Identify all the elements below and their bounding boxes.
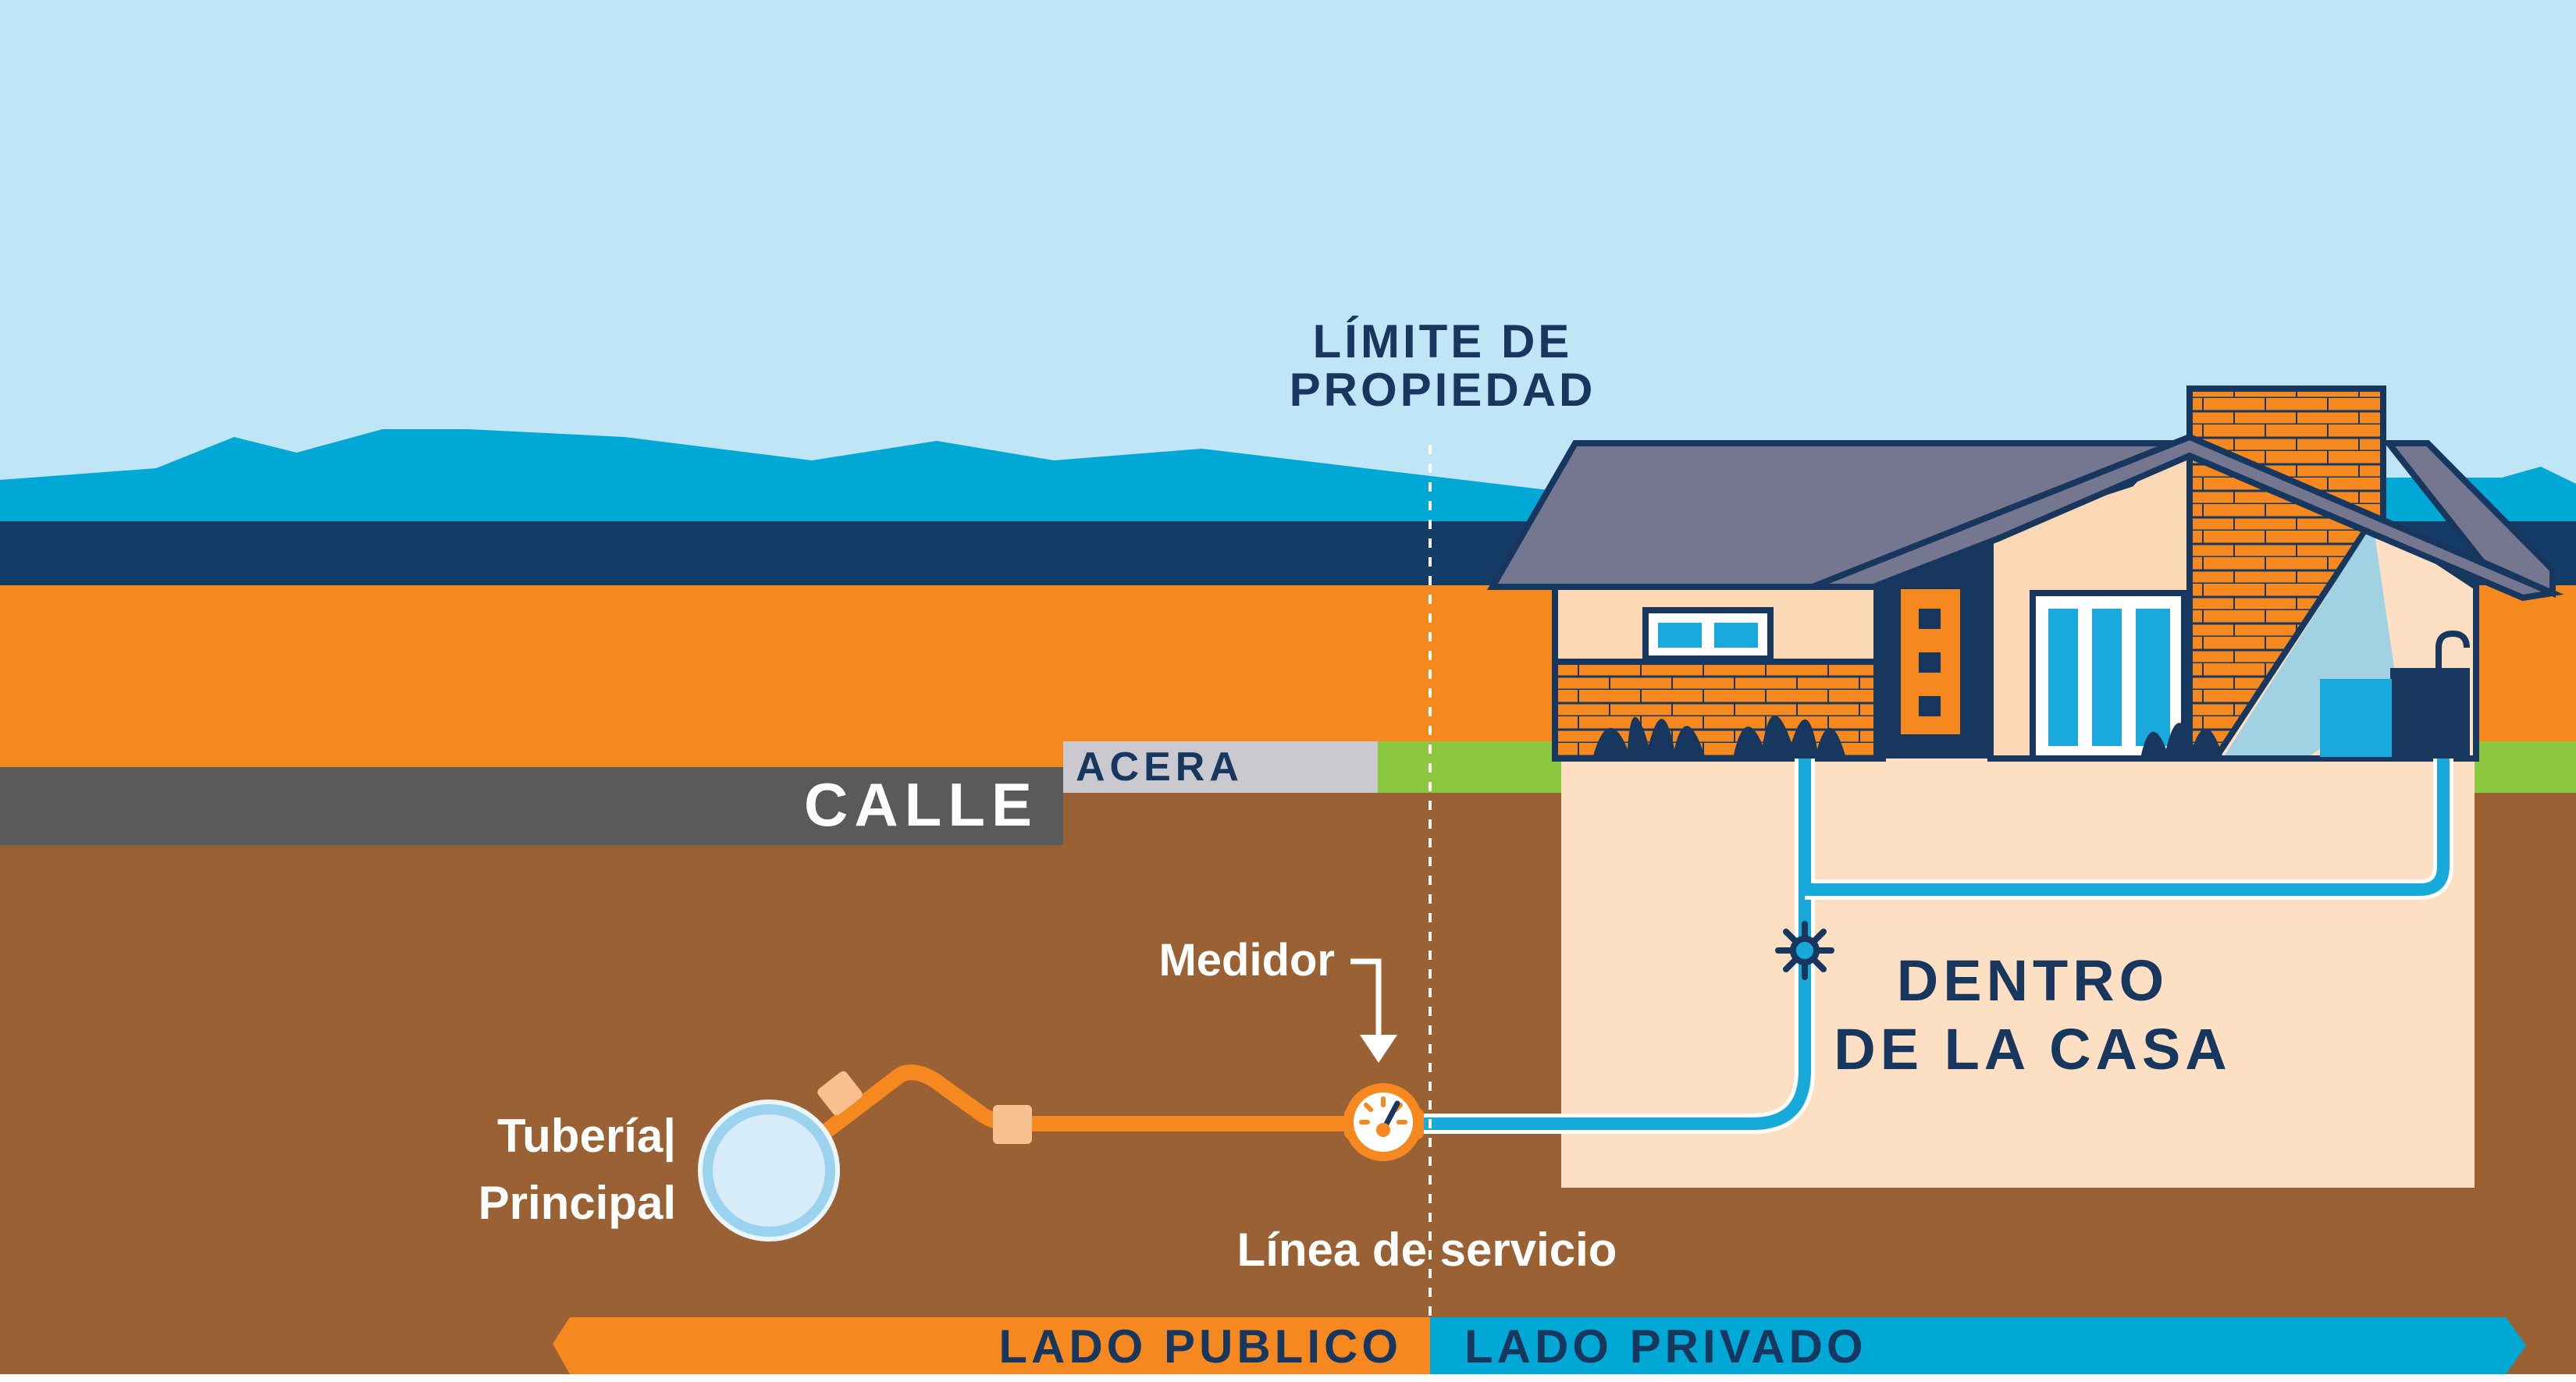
street-label: CALLE <box>804 770 1038 839</box>
right-roof <box>1811 433 2564 602</box>
property-limit-label-line2: PROPIEDAD <box>1290 364 1596 416</box>
private-side-banner <box>1430 1317 2526 1374</box>
inside-house-label-line2: DE LA CASA <box>1834 1017 2232 1082</box>
meter-arrow <box>1350 958 1382 1041</box>
main-pipe-label-line2: Principal <box>479 1177 676 1229</box>
water-meter-icon <box>1344 1083 1424 1161</box>
public-side-label: LADO PUBLICO <box>998 1320 1402 1373</box>
house <box>1487 385 2564 762</box>
service-line-label: Línea de servicio <box>1237 1224 1617 1276</box>
inside-house-label-line1: DENTRO <box>1897 948 2169 1013</box>
faucet-icon <box>2435 630 2470 668</box>
sidewalk-label: ACERA <box>1076 744 1244 790</box>
shutoff-valve-icon <box>1775 921 1834 980</box>
private-side-label: LADO PRIVADO <box>1464 1320 1867 1373</box>
sidewalk <box>1063 741 1379 793</box>
property-limit-label-line1: LÍMITE DE <box>1313 315 1573 368</box>
pipe-coupling <box>817 1071 863 1116</box>
arrow-head <box>1360 1035 1397 1063</box>
shrub <box>1592 715 2223 759</box>
grass-left <box>1378 741 1569 793</box>
kitchen-counter <box>2390 668 2470 759</box>
meter-label: Medidor <box>1158 935 1335 986</box>
public-side-banner <box>553 1317 1430 1374</box>
street <box>0 767 1063 845</box>
grass-right <box>2467 741 2576 793</box>
main-pipe-label-line1: Tubería| <box>497 1110 676 1163</box>
pipe-coupling <box>993 1105 1032 1144</box>
